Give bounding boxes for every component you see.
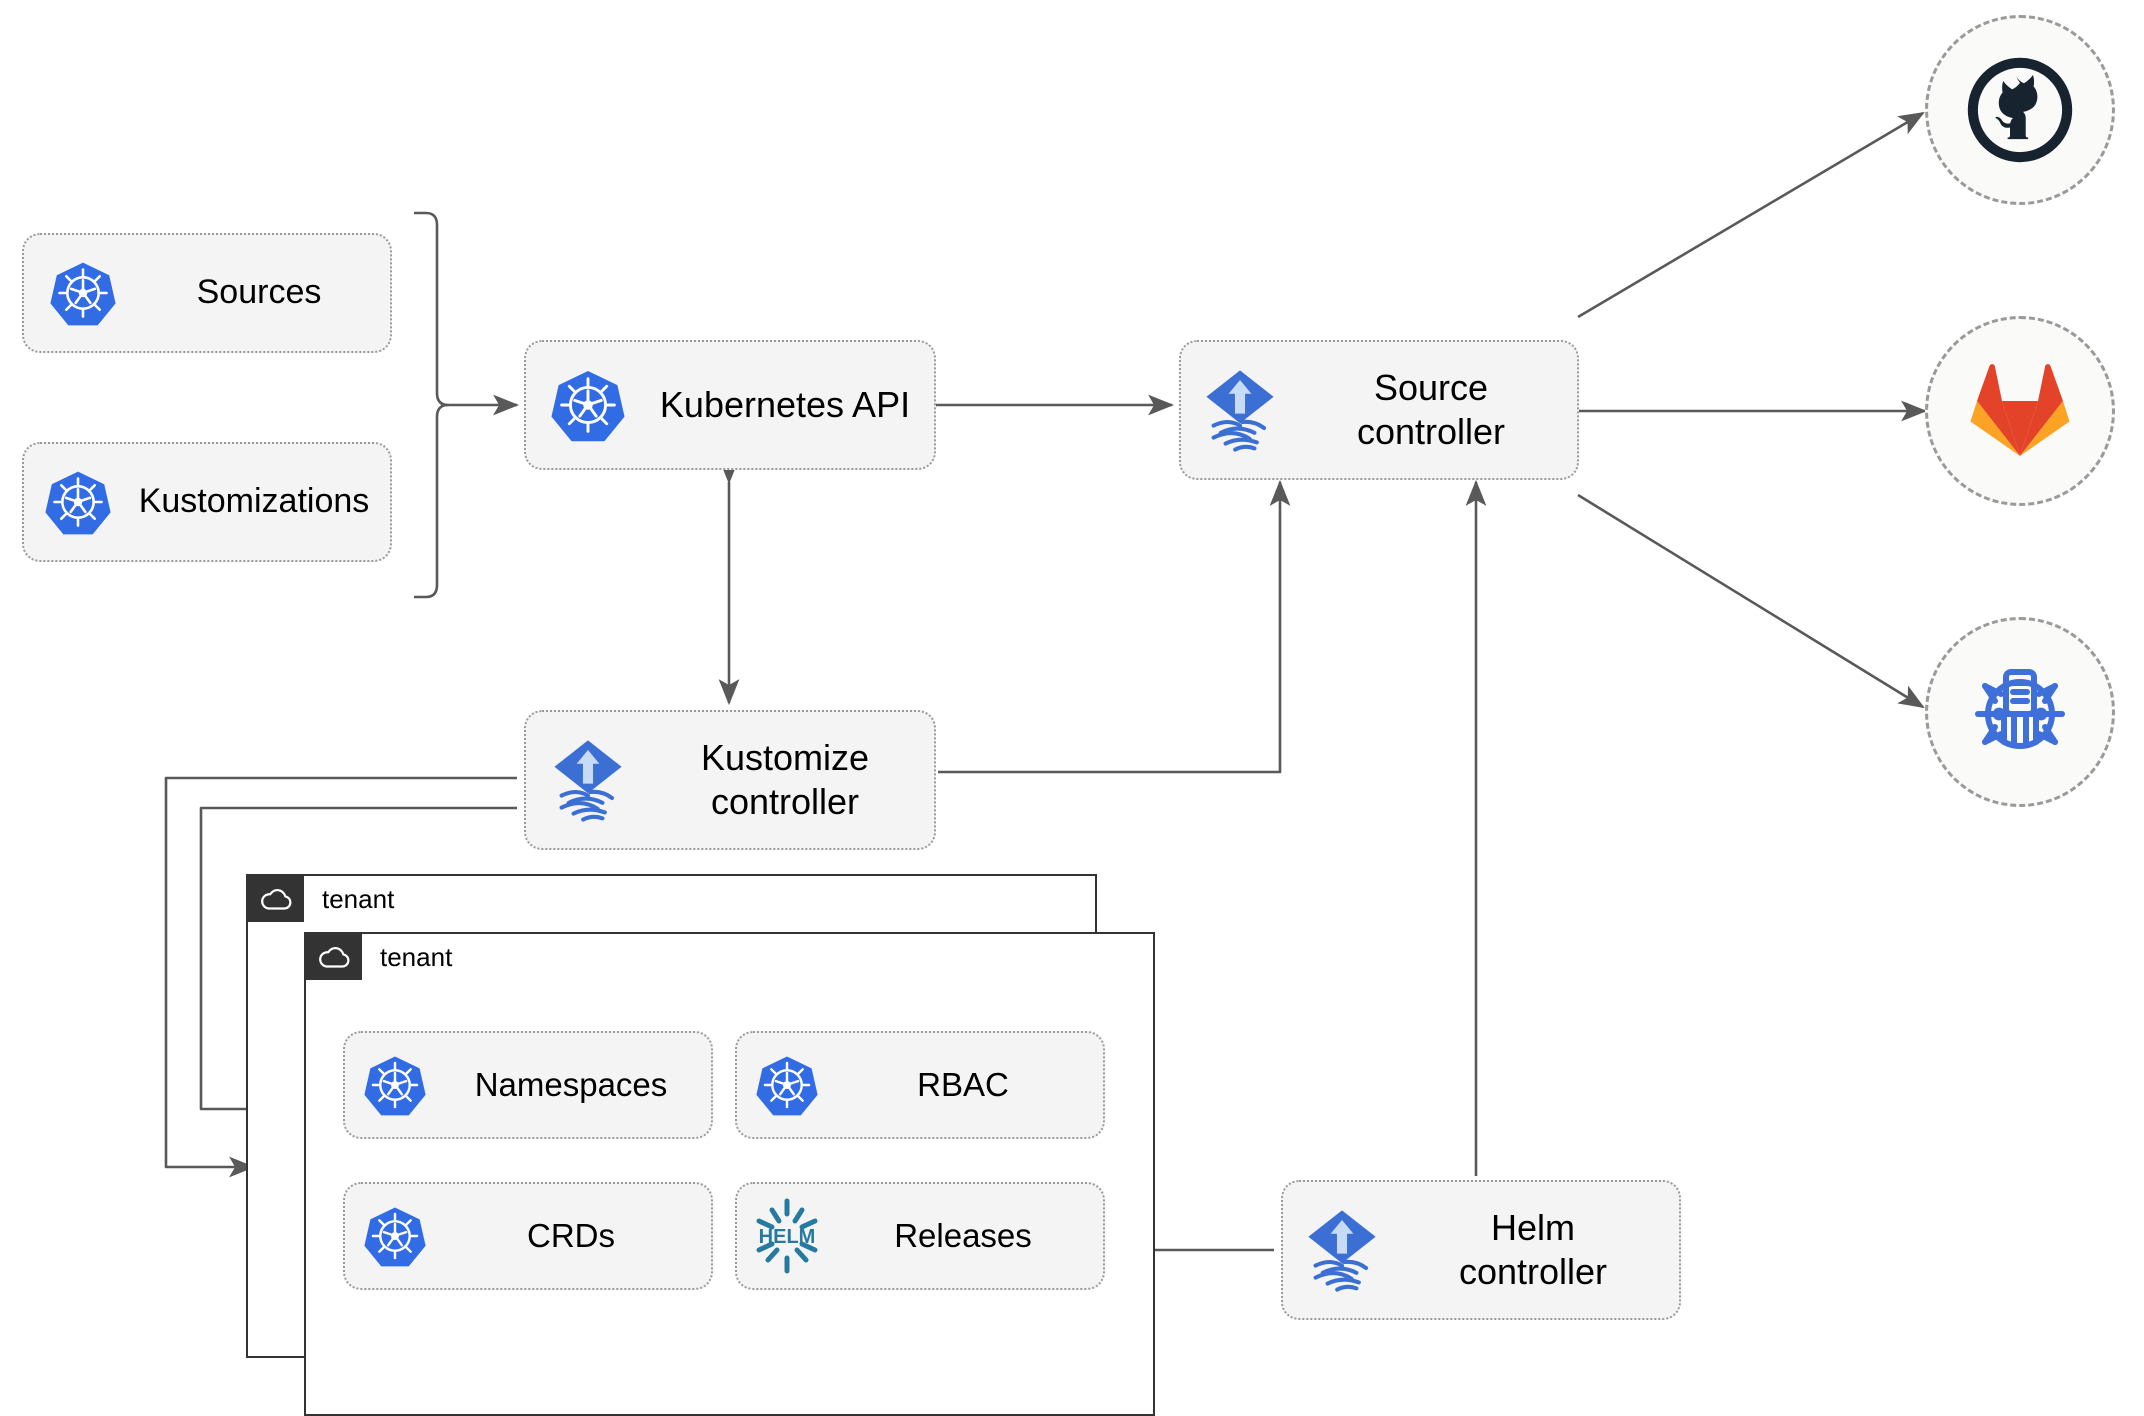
node-source-controller[interactable]: Source controller: [1179, 340, 1579, 480]
tenant-inner-container[interactable]: tenant: [304, 932, 1155, 1416]
endpoint-github[interactable]: [1925, 15, 2115, 205]
node-kustomize-controller-label: Kustomize controller: [700, 737, 870, 822]
node-rbac[interactable]: RBAC: [735, 1031, 1105, 1139]
tenant-inner-label: tenant: [380, 941, 453, 972]
node-crds[interactable]: CRDs: [343, 1182, 713, 1290]
gitlab-icon: [1970, 364, 2070, 456]
kubernetes-icon: [24, 260, 142, 326]
flux-icon: [526, 738, 650, 822]
node-kubernetes-api[interactable]: Kubernetes API: [524, 340, 936, 470]
tenant-outer-titlebar: tenant: [248, 876, 394, 922]
edge-kustomize-controller-to-source-controller: [938, 479, 1291, 774]
kubernetes-icon: [24, 469, 132, 535]
node-kustomizations-label: Kustomizations: [138, 482, 370, 521]
node-kubernetes-api-label: Kubernetes API: [659, 384, 911, 426]
node-helm-controller[interactable]: Helm controller: [1281, 1180, 1681, 1320]
helm-wordmark: HELM: [759, 1226, 816, 1248]
node-sources-label: Sources: [196, 273, 322, 312]
cloud-icon: [248, 876, 304, 922]
endpoint-chartmuseum[interactable]: [1925, 617, 2115, 807]
cloud-icon: [306, 934, 362, 980]
node-sources[interactable]: Sources: [22, 233, 392, 353]
tenant-outer-label: tenant: [322, 883, 395, 914]
node-source-controller-label: Source controller: [1356, 367, 1506, 452]
node-releases-label: Releases: [894, 1216, 1032, 1254]
tenant-inner-titlebar: tenant: [306, 934, 452, 980]
edge-kustomize-controller-to-tenant-outer: [164, 776, 517, 1178]
node-kustomizations[interactable]: Kustomizations: [22, 442, 392, 562]
edge-source-controller-to-chartmuseum: [1577, 493, 1925, 709]
endpoint-gitlab[interactable]: [1925, 316, 2115, 506]
node-namespaces[interactable]: Namespaces: [343, 1031, 713, 1139]
node-rbac-label: RBAC: [917, 1065, 1009, 1103]
flux-icon: [1283, 1208, 1401, 1292]
edge-source-controller-to-github: [1577, 111, 1925, 319]
helm-repository-icon: [1975, 669, 2065, 749]
node-crds-label: CRDs: [527, 1216, 615, 1254]
node-kustomize-controller[interactable]: Kustomize controller: [524, 710, 936, 850]
kubernetes-icon: [737, 1054, 837, 1116]
kubernetes-icon: [526, 368, 650, 442]
kubernetes-icon: [345, 1054, 445, 1116]
helm-icon: HELM: [737, 1198, 837, 1274]
node-helm-controller-label: Helm controller: [1458, 1207, 1608, 1292]
github-icon: [1967, 57, 2073, 163]
kubernetes-icon: [345, 1205, 445, 1267]
flux-icon: [1181, 368, 1299, 452]
node-namespaces-label: Namespaces: [474, 1065, 668, 1103]
node-releases[interactable]: HELM Releases: [735, 1182, 1105, 1290]
